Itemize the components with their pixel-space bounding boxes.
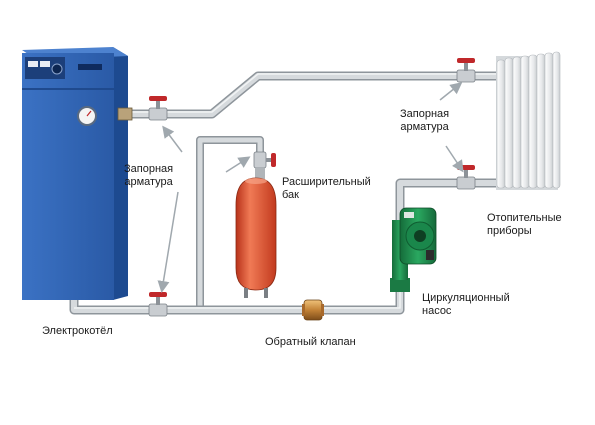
arrow-to-top-right-valve bbox=[439, 82, 463, 101]
arrow-to-bottom-left-valve bbox=[157, 191, 179, 293]
valve-icon bbox=[148, 96, 168, 121]
label-radiators: Отопительные приборы bbox=[487, 212, 562, 237]
valve-icon bbox=[148, 292, 168, 317]
valve-icon bbox=[456, 165, 476, 190]
label-shutoff-valves-left: Запорная арматура bbox=[124, 163, 174, 188]
valve-icon bbox=[456, 58, 476, 83]
boiler-icon bbox=[22, 47, 133, 300]
pressure-gauge-icon bbox=[77, 106, 97, 126]
arrow-to-bottom-right-valve bbox=[445, 145, 464, 173]
valve-icon bbox=[253, 151, 276, 169]
radiator-icon bbox=[496, 51, 561, 190]
pump-icon bbox=[390, 207, 437, 292]
label-shutoff-valves-right: Запорная арматура bbox=[400, 108, 450, 133]
label-pump: Циркуляционный насос bbox=[422, 292, 510, 317]
label-expansion-tank: Расширительный бак bbox=[282, 176, 371, 201]
label-boiler: Электрокотёл bbox=[42, 325, 113, 337]
label-check-valve: Обратный клапан bbox=[265, 336, 356, 348]
arrow-to-top-left-valve bbox=[162, 125, 183, 153]
arrow-to-tank-valve bbox=[225, 156, 251, 173]
pointer-arrows bbox=[157, 82, 464, 293]
expansion-tank-icon bbox=[235, 168, 277, 298]
check-valve-icon bbox=[302, 299, 324, 321]
